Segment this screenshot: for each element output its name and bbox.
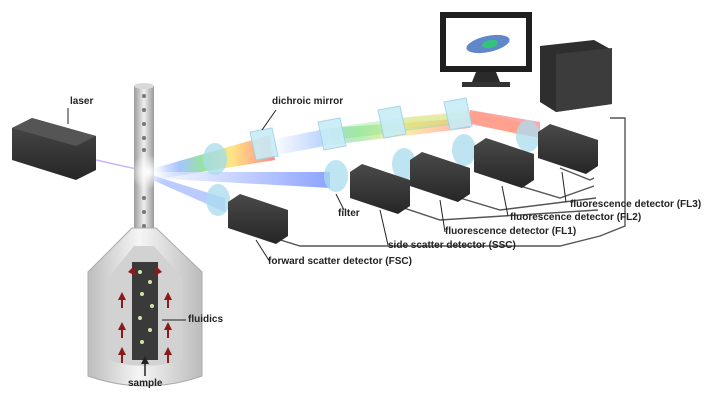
- sample-label: sample: [128, 378, 163, 389]
- laser-icon: [12, 118, 96, 180]
- mirror-icon: [249, 97, 473, 161]
- fluidics-label: fluidics: [188, 314, 224, 325]
- computer-icon: [540, 40, 612, 112]
- fl2-label: fluorescence detector (FL2): [510, 212, 642, 223]
- ssc-label: side scatter detector (SSC): [388, 240, 516, 251]
- fluidics-reservoir: [87, 227, 203, 387]
- filter-label: filter: [338, 208, 360, 219]
- dichroic-mirror-label: dichroic mirror: [272, 96, 344, 107]
- flow-cell-icon: [130, 83, 166, 266]
- monitor-icon: [440, 12, 532, 87]
- laser-label: laser: [70, 96, 94, 107]
- fsc-label: forward scatter detector (FSC): [268, 256, 412, 267]
- leader-lines: [67, 108, 567, 321]
- fl1-label: fluorescence detector (FL1): [445, 226, 577, 237]
- detector-icon: [228, 124, 598, 244]
- fl3-label: fluorescence detector (FL3): [570, 199, 702, 210]
